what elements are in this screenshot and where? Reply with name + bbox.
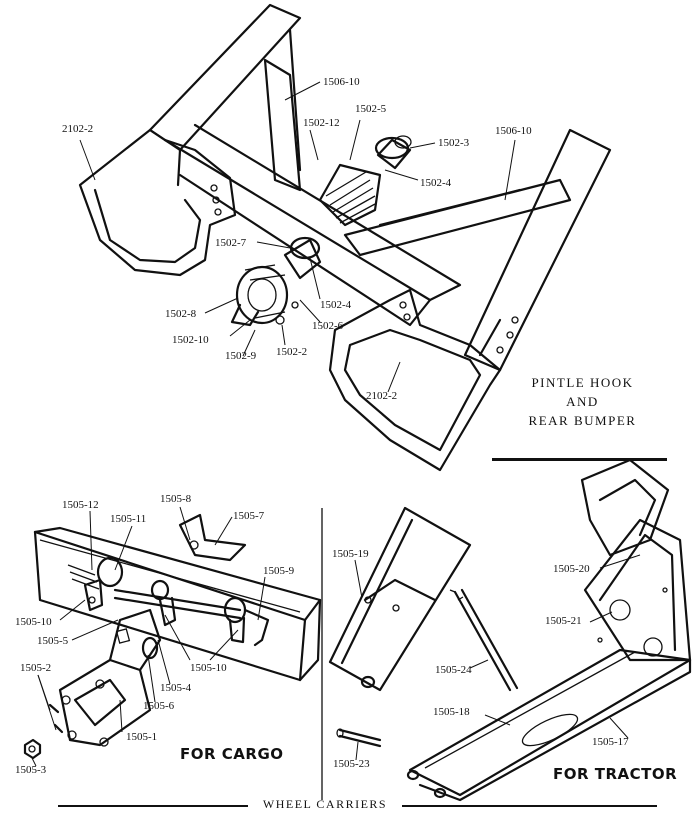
label-1502-6: 1502-6	[312, 320, 344, 332]
rear-frame-drawing	[78, 3, 612, 472]
label-1502-5: 1502-5	[355, 103, 387, 115]
label-1505-5: 1505-5	[37, 635, 69, 647]
label-1502-12: 1502-12	[303, 117, 340, 129]
label-1506-10-right: 1506-10	[495, 125, 532, 137]
label-1505-1: 1505-1	[126, 731, 158, 743]
pintle-hook-title-line-1: PINTLE HOOK	[531, 375, 634, 390]
label-2102-2-left: 2102-2	[62, 123, 94, 135]
pintle-hook-title-line-2: AND	[566, 394, 599, 409]
label-1505-17: 1505-17	[592, 736, 629, 748]
label-1502-3: 1502-3	[438, 137, 470, 149]
label-1505-12: 1505-12	[62, 499, 99, 511]
cargo-leader-lines	[31, 506, 266, 767]
label-1502-9: 1502-9	[225, 350, 257, 362]
title-underline	[492, 458, 667, 461]
label-2102-2-right: 2102-2	[366, 390, 398, 402]
label-1505-2: 1505-2	[20, 662, 52, 674]
label-1502-2: 1502-2	[276, 346, 308, 358]
wheel-carriers-title: WHEEL CARRIERS	[262, 797, 388, 811]
label-1505-21: 1505-21	[545, 615, 582, 627]
label-1505-20: 1505-20	[553, 563, 590, 575]
label-1502-7: 1502-7	[215, 237, 247, 249]
label-1505-4: 1505-4	[160, 682, 192, 694]
label-1505-3: 1505-3	[15, 764, 47, 776]
label-1506-10-top: 1506-10	[323, 76, 360, 88]
cargo-carrier-drawing	[23, 513, 322, 760]
label-1502-10: 1502-10	[172, 334, 209, 346]
for-tractor-caption: FOR TRACTOR	[553, 765, 678, 783]
footer-rule-right	[402, 805, 657, 807]
label-1505-7: 1505-7	[233, 510, 265, 522]
label-1505-11: 1505-11	[110, 513, 147, 525]
label-1505-19: 1505-19	[332, 548, 369, 560]
footer-rule-left	[58, 805, 248, 807]
label-1505-9: 1505-9	[263, 565, 295, 577]
label-1502-4-lower: 1502-4	[320, 299, 352, 311]
label-1505-6: 1505-6	[143, 700, 175, 712]
tractor-leader-lines	[354, 554, 641, 761]
label-1502-4-upper: 1502-4	[420, 177, 452, 189]
label-1505-23: 1505-23	[333, 758, 370, 770]
label-1505-18: 1505-18	[433, 706, 470, 718]
label-1505-8: 1505-8	[160, 493, 192, 505]
tractor-carrier-drawing	[328, 458, 692, 802]
top-leader-lines	[79, 81, 516, 393]
label-1505-24: 1505-24	[435, 664, 472, 676]
label-1505-10-right: 1505-10	[190, 662, 227, 674]
for-cargo-caption: FOR CARGO	[180, 745, 284, 763]
pintle-hook-title-line-3: REAR BUMPER	[528, 413, 637, 428]
label-1502-8: 1502-8	[165, 308, 197, 320]
label-1505-10-left: 1505-10	[15, 616, 52, 628]
